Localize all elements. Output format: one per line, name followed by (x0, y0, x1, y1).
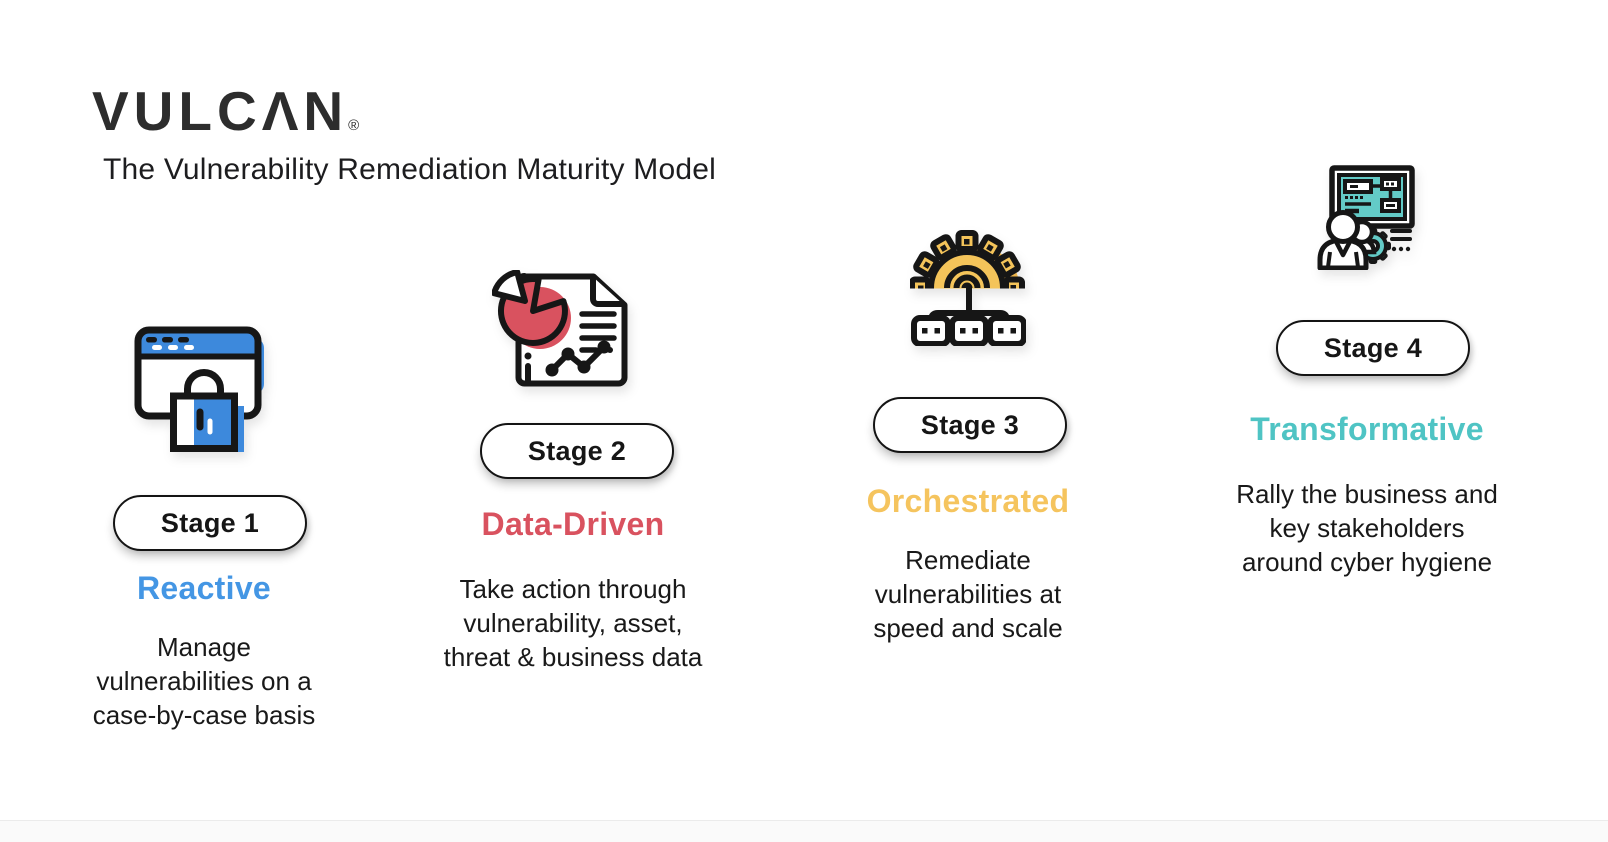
stage-title: Data-Driven (481, 506, 665, 542)
stage-badge: Stage 2 (480, 423, 674, 479)
presenter-dashboard-icon (1312, 160, 1416, 270)
stage-description: Take action through vulnerability, asset… (443, 574, 703, 672)
stage-badge-label: Stage 4 (1323, 332, 1423, 363)
registered-trademark-mark: ® (348, 117, 360, 134)
vulcan-logo: VULCΛN® (92, 84, 359, 139)
diagram-title: The Vulnerability Remediation Maturity M… (103, 153, 716, 186)
stage-title: Reactive (136, 570, 272, 606)
stage-badge: Stage 3 (873, 397, 1067, 453)
stage-badge-label: Stage 3 (920, 409, 1020, 440)
browser-lock-icon (134, 326, 266, 454)
stage-badge: Stage 4 (1276, 320, 1470, 376)
report-analytics-icon (492, 270, 630, 388)
stage-description: Remediate vulnerabilities at speed and s… (873, 545, 1063, 643)
stage-badge: Stage 1 (113, 495, 307, 551)
vulcan-logo-text: VULCΛN (92, 80, 349, 142)
stage-description: Manage vulnerabilities on a case-by-case… (92, 632, 316, 730)
stage-badge-label: Stage 2 (527, 435, 627, 466)
stage-title: Transformative (1250, 411, 1484, 447)
gear-orchestration-icon (910, 228, 1026, 346)
stage-description: Rally the business and key stakeholders … (1236, 479, 1498, 577)
stage-badge-label: Stage 1 (160, 507, 260, 538)
stage-title: Orchestrated (866, 483, 1070, 519)
bottom-edge-strip (0, 820, 1608, 842)
